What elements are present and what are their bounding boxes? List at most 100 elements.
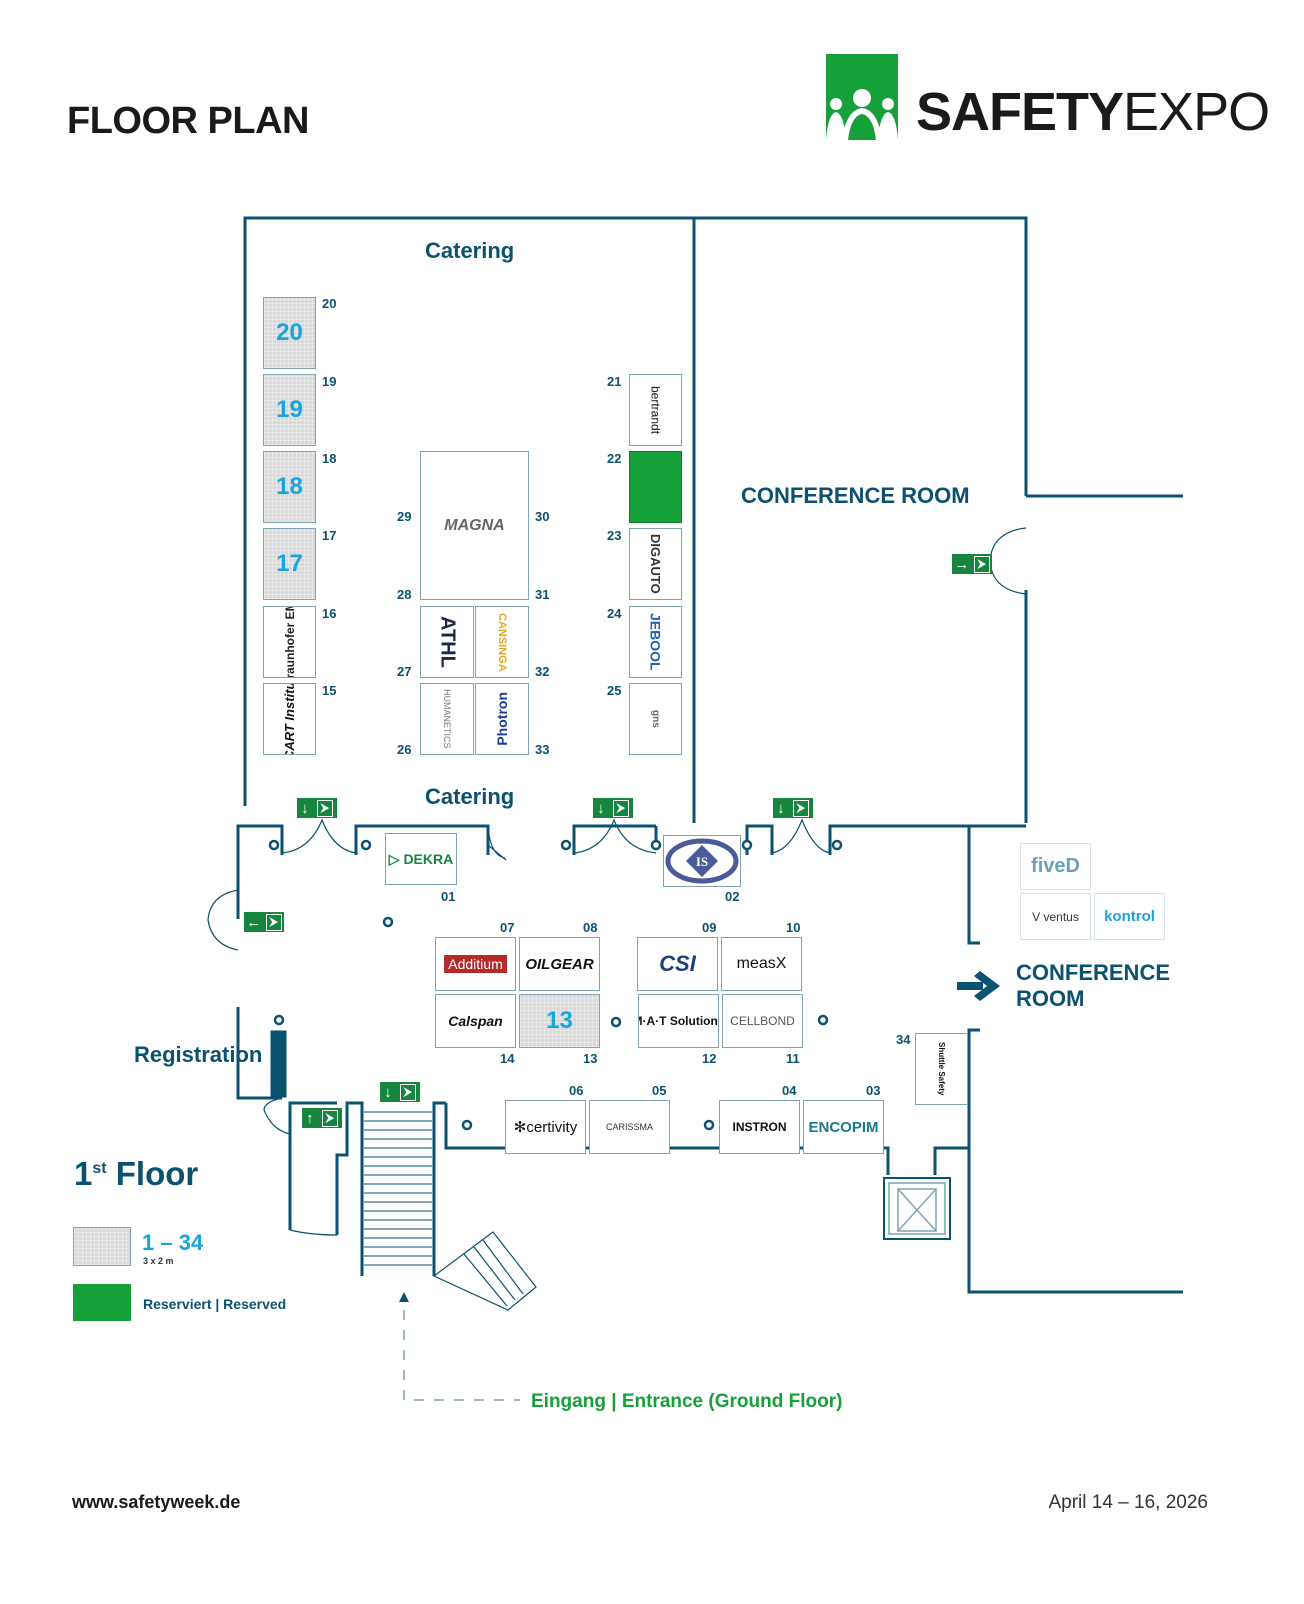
page-title: FLOOR PLAN	[67, 100, 309, 142]
booth-number: 04	[782, 1083, 797, 1098]
logo-people-icon	[826, 54, 898, 140]
booth-05[interactable]: CARISSMA	[589, 1100, 670, 1154]
booth-magna[interactable]: MAGNA	[420, 451, 529, 600]
booth-number: 24	[607, 606, 622, 621]
booth-16[interactable]: Fraunhofer EMI	[263, 606, 316, 678]
booth-number: 15	[322, 683, 337, 698]
booth-number: 14	[500, 1051, 515, 1066]
booth-number: 11	[786, 1051, 800, 1066]
running-man-icon: ⮞	[321, 1109, 338, 1127]
exit-sign-up: ↑⮞	[302, 1108, 342, 1128]
booth-01[interactable]: ▷ DEKRA	[385, 833, 457, 885]
booth-11[interactable]: CELLBOND	[722, 994, 803, 1048]
booth-09[interactable]: CSI	[637, 937, 718, 991]
legend-free-swatch	[73, 1227, 131, 1266]
booth-number: 05	[652, 1083, 667, 1098]
booth-07[interactable]: Additium	[435, 937, 516, 991]
running-man-icon: ⮞	[973, 555, 990, 573]
booth-number: 17	[322, 528, 337, 543]
booth-number: 31	[535, 587, 550, 602]
legend-range: 1 – 34	[142, 1230, 204, 1255]
booth-34[interactable]: Shuttle Safety	[915, 1033, 968, 1105]
booth-21[interactable]: bertrandt	[629, 374, 682, 446]
booth-number: 06	[569, 1083, 584, 1098]
booth-03[interactable]: ENCOPIM	[803, 1100, 884, 1154]
booth-12[interactable]: M·A·T Solutions	[638, 994, 719, 1048]
booth-number: 30	[535, 509, 550, 524]
exit-sign-down: ↓⮞	[773, 798, 813, 818]
event-dates: April 14 – 16, 2026	[1048, 1492, 1208, 1513]
booth-number: 12	[702, 1051, 717, 1066]
booth-24[interactable]: JEBOOL	[629, 606, 682, 678]
booth-number: 21	[607, 374, 622, 389]
booth-25[interactable]: gns	[629, 683, 682, 755]
running-man-icon: ⮞	[399, 1083, 416, 1101]
safetyexpo-logo: SAFETYEXPO	[826, 54, 1270, 144]
booth-18[interactable]: 18	[263, 451, 316, 523]
exit-sign-down: ↓⮞	[380, 1082, 420, 1102]
floor-label: 1st Floor	[74, 1155, 199, 1192]
booth-number: 32	[535, 664, 550, 679]
booth-number: 08	[583, 920, 598, 935]
conference-room-direction[interactable]: CONFERENCE ROOM	[1016, 960, 1171, 1011]
conference-room-label: CONFERENCE ROOM	[741, 483, 970, 508]
running-man-icon: ⮞	[265, 913, 282, 931]
is-logo-icon: IS	[665, 838, 739, 884]
booth-number: 19	[322, 374, 337, 389]
booth-number: 13	[583, 1051, 598, 1066]
booth-number: 22	[607, 451, 622, 466]
booth-04[interactable]: INSTRON	[719, 1100, 800, 1154]
running-man-icon: ⮞	[792, 799, 809, 817]
booth-number: 10	[786, 920, 801, 935]
booth-number: 29	[397, 509, 412, 524]
booth-10[interactable]: measX	[721, 937, 802, 991]
registration-label: Registration	[134, 1042, 263, 1067]
exit-sign-left: ←⮞	[244, 912, 284, 932]
running-man-icon: ⮞	[612, 799, 629, 817]
exit-sign-right: →⮞	[952, 554, 992, 574]
booth-number: 26	[397, 742, 412, 757]
running-man-icon: ⮞	[316, 799, 333, 817]
entrance-label: Eingang | Entrance (Ground Floor)	[531, 1391, 843, 1412]
booth-33[interactable]: Photron	[475, 683, 529, 755]
logo-wordmark: SAFETYEXPO	[916, 82, 1270, 142]
booth-number: 25	[607, 683, 622, 698]
booth-22-reserved[interactable]	[629, 451, 682, 523]
exhibitor-ventus[interactable]: V ventus	[1020, 893, 1091, 940]
booth-number: 02	[725, 889, 740, 904]
booth-number: 01	[441, 889, 456, 904]
booth-26[interactable]: HUMANETICS	[420, 683, 474, 755]
booth-06[interactable]: ✻certivity	[505, 1100, 586, 1154]
booth-19[interactable]: 19	[263, 374, 316, 446]
booth-number: 09	[702, 920, 717, 935]
booth-number: 23	[607, 528, 622, 543]
booth-number: 33	[535, 742, 550, 757]
booth-17[interactable]: 17	[263, 528, 316, 600]
booth-14[interactable]: Calspan	[435, 994, 516, 1048]
booth-number: 18	[322, 451, 337, 466]
booth-13[interactable]: 13	[519, 994, 600, 1048]
exit-sign-down: ↓⮞	[297, 798, 337, 818]
svg-text:IS: IS	[696, 854, 708, 869]
booth-02[interactable]: IS	[663, 835, 741, 887]
booth-number: 16	[322, 606, 337, 621]
booth-20[interactable]: 20	[263, 297, 316, 369]
legend-reserved-swatch	[73, 1284, 131, 1321]
booth-32[interactable]: CANSINGA	[475, 606, 529, 678]
booth-number: 27	[397, 664, 412, 679]
booth-number: 34	[896, 1032, 911, 1047]
exhibitor-fived[interactable]: fiveD	[1020, 843, 1091, 890]
booth-number: 20	[322, 296, 337, 311]
booth-15[interactable]: SCART Institute	[263, 683, 316, 755]
exit-sign-down: ↓⮞	[593, 798, 633, 818]
booth-27[interactable]: ATHL	[420, 606, 474, 678]
booth-23[interactable]: DIGAUTO	[629, 528, 682, 600]
legend-reserved-label: Reserviert | Reserved	[143, 1296, 287, 1312]
booth-08[interactable]: OILGEAR	[519, 937, 600, 991]
catering-top-label: Catering	[425, 238, 515, 263]
legend-size: 3 x 2 m	[143, 1256, 174, 1266]
website-link[interactable]: www.safetyweek.de	[72, 1492, 241, 1512]
booth-number: 28	[397, 587, 412, 602]
exhibitor-kontrol[interactable]: kontrol	[1094, 893, 1165, 940]
